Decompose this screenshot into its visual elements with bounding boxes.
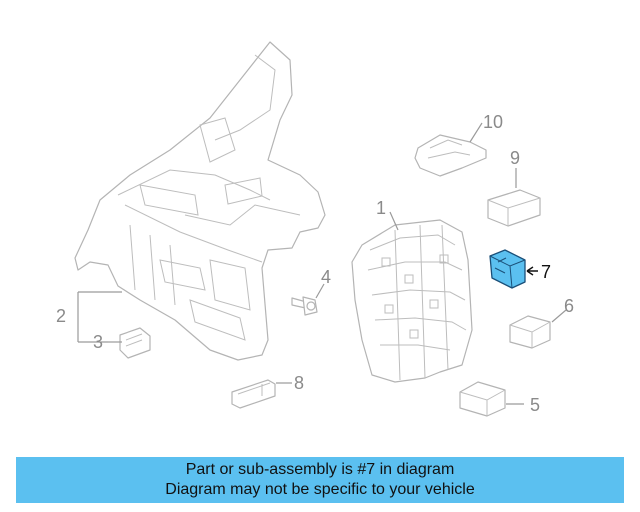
- banner-line-1: Part or sub-assembly is #7 in diagram: [185, 461, 455, 478]
- part-10-connector[interactable]: [414, 134, 487, 177]
- callout-2: 2: [56, 306, 66, 326]
- leader-7: [526, 266, 538, 276]
- part-9-relay[interactable]: [487, 189, 541, 227]
- part-2-bracket[interactable]: [74, 41, 326, 361]
- part-8-strip[interactable]: [231, 379, 276, 409]
- leader-6: [551, 309, 567, 323]
- part-1-junction-box[interactable]: [351, 219, 473, 383]
- leader-1: [389, 211, 399, 231]
- part-6-relay[interactable]: [509, 315, 551, 349]
- callout-4: 4: [321, 267, 331, 287]
- info-banner: Part or sub-assembly is #7 in diagram Di…: [16, 457, 624, 503]
- callout-3: 3: [93, 332, 103, 352]
- callout-6: 6: [564, 296, 574, 316]
- leader-4: [315, 283, 325, 299]
- callout-10: 10: [483, 112, 503, 132]
- banner-line-2: Diagram may not be specific to your vehi…: [165, 481, 475, 498]
- callout-9: 9: [510, 148, 520, 168]
- callout-1: 1: [376, 198, 386, 218]
- part-5-relay[interactable]: [459, 381, 506, 417]
- part-7-highlighted[interactable]: [489, 249, 526, 289]
- callout-8: 8: [294, 373, 304, 393]
- part-3-clip[interactable]: [119, 327, 151, 359]
- leader-lines: [77, 122, 567, 405]
- callout-7: 7: [541, 262, 551, 282]
- callout-5: 5: [530, 395, 540, 415]
- part-4-bolt[interactable]: [291, 296, 318, 316]
- leader-10: [469, 122, 483, 143]
- leader-2: [77, 291, 122, 343]
